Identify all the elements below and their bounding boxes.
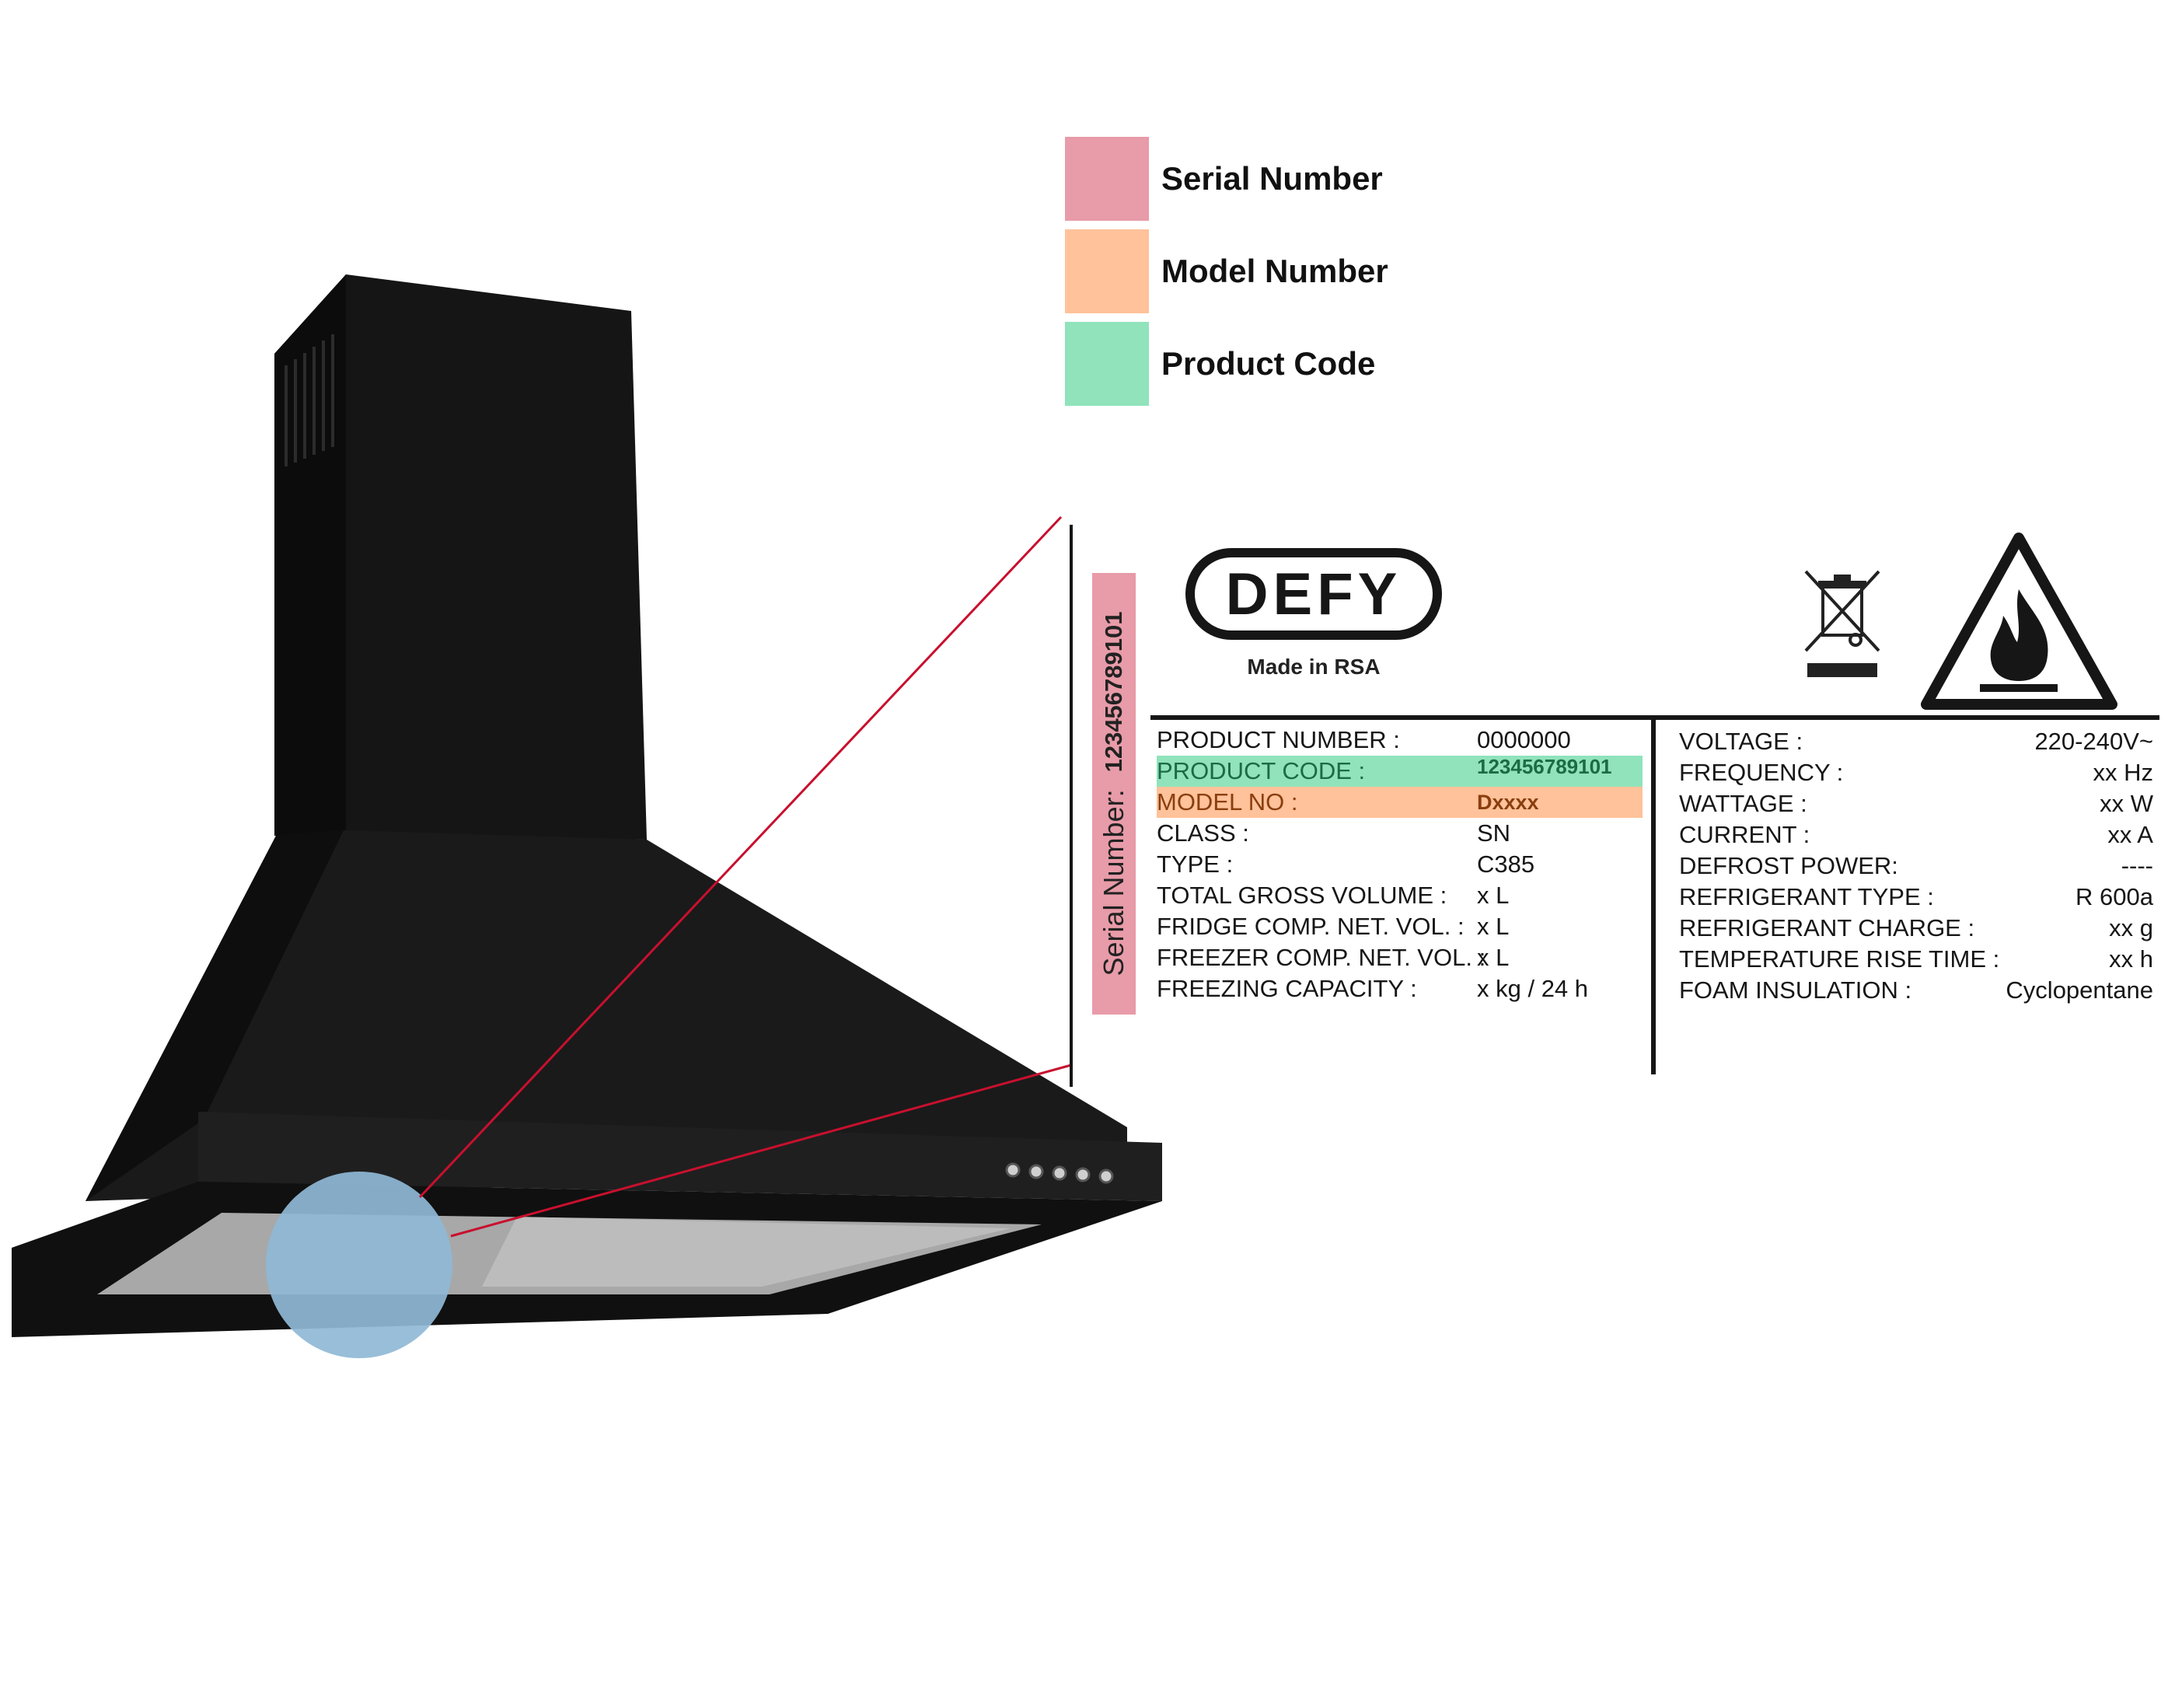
spec-key: TYPE : [1157, 851, 1234, 878]
spec-key: VOLTAGE : [1679, 728, 1803, 755]
legend-label: Model Number [1161, 253, 1388, 289]
spec-key: FRIDGE COMP. NET. VOL. : [1157, 913, 1465, 940]
hood-chimney-side [274, 274, 346, 836]
pointer-line-top [418, 515, 1063, 1199]
spec-row-total-gross-volume: TOTAL GROSS VOLUME : x L [1157, 880, 1643, 911]
brand-name: DEFY [1225, 561, 1402, 627]
color-legend: Serial Number Model Number Product Code [1065, 136, 1388, 414]
legend-label: Serial Number [1161, 160, 1383, 197]
legend-swatch [1065, 229, 1149, 313]
right-spec-table: VOLTAGE : 220-240V~ FREQUENCY : xx Hz WA… [1679, 726, 2153, 1006]
hood-canopy [86, 830, 1127, 1201]
serial-number-value: 123456789101 [1100, 611, 1127, 773]
spec-key: TEMPERATURE RISE TIME : [1679, 945, 2000, 973]
spec-key: FREQUENCY : [1679, 759, 1844, 786]
spec-key: FREEZING CAPACITY : [1157, 975, 1417, 1002]
legend-item-model-number: Model Number [1065, 229, 1388, 314]
spec-value: xx W [2100, 790, 2153, 817]
flammable-warning-icon [1921, 533, 2117, 710]
spec-key: DEFROST POWER: [1679, 852, 1898, 879]
spec-row-current: CURRENT : xx A [1679, 819, 2153, 851]
spec-row-voltage: VOLTAGE : 220-240V~ [1679, 726, 2153, 757]
serial-number-text: Serial Number: 123456789101 [1092, 573, 1136, 1015]
spec-key: TOTAL GROSS VOLUME : [1157, 882, 1447, 909]
spec-value: ---- [2121, 852, 2153, 879]
weee-crossed-bin-icon [1804, 570, 1880, 677]
rating-label: DEFY Made in RSA PRODUCT NUMBER : 000000… [1150, 513, 2161, 1074]
hood-canopy-left [86, 830, 344, 1201]
hood-filter-panel [482, 1217, 1011, 1287]
spec-row-refrigerant-charge: REFRIGERANT CHARGE : xx g [1679, 913, 2153, 944]
spec-row-foam-insulation: FOAM INSULATION : Cyclopentane [1679, 975, 2153, 1006]
spec-value: Cyclopentane [2006, 976, 2153, 1004]
spec-key: PRODUCT NUMBER : [1157, 726, 1400, 753]
spec-value: R 600a [2076, 883, 2153, 910]
spec-row-product-code: PRODUCT CODE : 123456789101 [1157, 755, 1643, 787]
legend-label: Product Code [1161, 345, 1376, 382]
spec-value: 0000000 [1477, 726, 1571, 753]
hood-control-buttons [1005, 1162, 1114, 1184]
spec-key: CURRENT : [1679, 821, 1810, 848]
spec-value: x L [1477, 882, 1510, 909]
brand-logo: DEFY [1185, 548, 1442, 640]
spec-row-freezing-capacity: FREEZING CAPACITY : x kg / 24 h [1157, 973, 1643, 1004]
spec-row-class: CLASS : SN [1157, 818, 1643, 849]
spec-value: x L [1477, 913, 1510, 940]
spec-row-type: TYPE : C385 [1157, 849, 1643, 880]
spec-row-temperature-rise-time: TEMPERATURE RISE TIME : xx h [1679, 944, 2153, 975]
product-code-value: 123456789101 [1477, 755, 1612, 778]
spec-value: C385 [1477, 851, 1535, 878]
spec-row-defrost-power: DEFROST POWER: ---- [1679, 851, 2153, 882]
label-location-marker [266, 1172, 452, 1358]
hood-front-band [198, 1112, 1162, 1201]
spec-value: SN [1477, 819, 1511, 847]
hood-chimney [274, 274, 647, 840]
spec-key: REFRIGERANT TYPE : [1679, 883, 1934, 910]
spec-row-model-no: MODEL NO : Dxxxx [1157, 787, 1643, 818]
spec-row-fridge-net-volume: FRIDGE COMP. NET. VOL. : x L [1157, 911, 1643, 942]
spec-key: WATTAGE : [1679, 790, 1807, 817]
spec-value: xx A [2107, 821, 2153, 848]
made-in-text: Made in RSA [1247, 655, 1381, 679]
model-number-value: Dxxxx [1477, 791, 1539, 814]
pointer-line-bottom [450, 1064, 1072, 1238]
label-divider-vertical [1651, 717, 1656, 1074]
spec-value: xx h [2109, 945, 2153, 973]
spec-row-frequency: FREQUENCY : xx Hz [1679, 757, 2153, 788]
legend-swatch [1065, 137, 1149, 221]
legend-item-serial-number: Serial Number [1065, 136, 1388, 222]
serial-number-prefix: Serial Number: [1098, 789, 1129, 976]
chimney-vents [285, 334, 334, 466]
spec-row-product-number: PRODUCT NUMBER : 0000000 [1157, 725, 1643, 756]
spec-key: MODEL NO : [1157, 788, 1298, 816]
serial-number-strip: Serial Number: 123456789101 [1092, 573, 1136, 1015]
spec-key: PRODUCT CODE : [1157, 757, 1366, 784]
spec-key: CLASS : [1157, 819, 1249, 847]
spec-row-freezer-net-volume: FREEZER COMP. NET. VOL. : x L [1157, 942, 1643, 973]
spec-row-refrigerant-type: REFRIGERANT TYPE : R 600a [1679, 882, 2153, 913]
left-spec-table: PRODUCT NUMBER : 0000000 PRODUCT CODE : … [1157, 725, 1643, 1004]
spec-value: x kg / 24 h [1477, 975, 1589, 1002]
spec-key: FREEZER COMP. NET. VOL. : [1157, 944, 1486, 971]
legend-item-product-code: Product Code [1065, 321, 1388, 407]
spec-value: x L [1477, 944, 1510, 971]
spec-key: REFRIGERANT CHARGE : [1679, 914, 1975, 941]
spec-value: xx Hz [2093, 759, 2154, 786]
legend-swatch [1065, 322, 1149, 406]
spec-value: xx g [2109, 914, 2153, 941]
spec-value: 220-240V~ [2034, 728, 2153, 755]
spec-key: FOAM INSULATION : [1679, 976, 1912, 1004]
spec-row-wattage: WATTAGE : xx W [1679, 788, 2153, 819]
